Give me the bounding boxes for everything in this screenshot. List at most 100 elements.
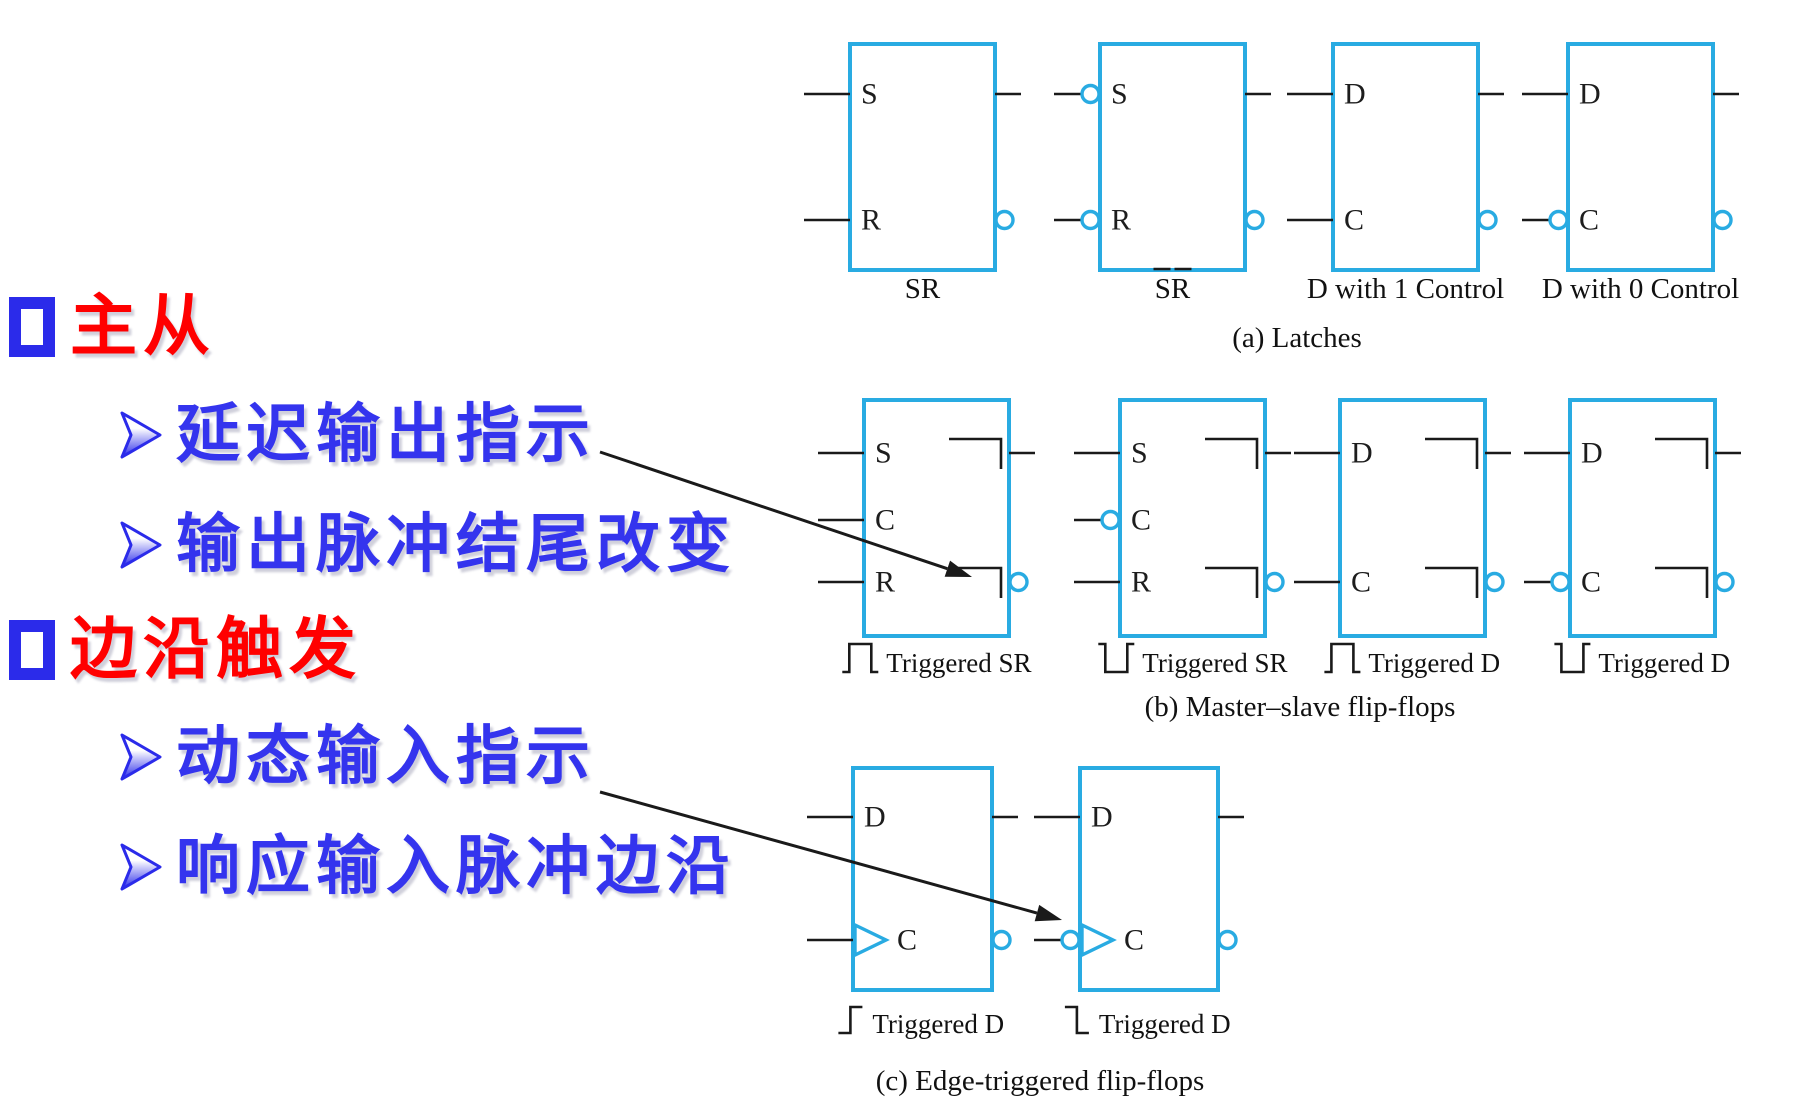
flipflop-edge-d-rising: D C Triggered D bbox=[807, 766, 1018, 1039]
postponed-output-indicator bbox=[1425, 437, 1479, 469]
box-label: Triggered D bbox=[872, 1009, 1004, 1039]
box-label: Triggered SR bbox=[886, 648, 1031, 678]
postponed-output-indicator bbox=[949, 437, 1003, 469]
outline-item-label: 边沿触发 bbox=[70, 610, 362, 688]
pulse-low-icon bbox=[1098, 642, 1135, 674]
inversion-bubble bbox=[1714, 571, 1735, 593]
dynamic-input-indicator bbox=[1080, 922, 1117, 958]
symbol-box bbox=[1566, 42, 1715, 272]
box-label: Triggered SR bbox=[1142, 648, 1287, 678]
postponed-output-indicator bbox=[1205, 437, 1259, 469]
section-caption: (b) Master–slave flip-flops bbox=[1145, 691, 1456, 723]
pin-label-C: C bbox=[875, 504, 895, 537]
inversion-bubble bbox=[1477, 209, 1498, 231]
pin-label-C: C bbox=[897, 924, 917, 957]
pin-label-R: R bbox=[875, 566, 895, 599]
postponed-output-indicator bbox=[949, 566, 1003, 598]
pin-label-R: R bbox=[1131, 566, 1151, 599]
section-caption: (a) Latches bbox=[1232, 322, 1362, 354]
inversion-bubble bbox=[991, 929, 1012, 951]
inversion-bubble bbox=[1080, 83, 1101, 105]
outline-item: 边沿触发 bbox=[8, 616, 362, 683]
inversion-bubble bbox=[1217, 929, 1238, 951]
box-label: SR bbox=[905, 273, 941, 305]
postponed-output-indicator bbox=[1425, 566, 1479, 598]
edge-rise-icon bbox=[838, 1005, 863, 1035]
symbol-box bbox=[848, 42, 997, 272]
pin-label-S: S bbox=[1111, 78, 1128, 111]
inversion-bubble bbox=[1712, 209, 1733, 231]
outline-item-label: 延迟输出指示 bbox=[176, 398, 596, 472]
outline-item: 输出脉冲结尾改变 bbox=[118, 513, 736, 577]
pin-label-R: R bbox=[861, 204, 881, 237]
outline-item-label: 动态输入指示 bbox=[176, 720, 596, 794]
box-label: Triggered D bbox=[1099, 1009, 1231, 1039]
pin-label-S: S bbox=[861, 78, 878, 111]
dynamic-input-indicator bbox=[853, 922, 890, 958]
outline-item: 响应输入脉冲边沿 bbox=[118, 835, 736, 899]
inversion-bubble bbox=[1550, 571, 1571, 593]
postponed-output-indicator bbox=[1655, 437, 1709, 469]
postponed-output-arrow bbox=[599, 450, 972, 577]
section-c: D C Triggered D D C Triggered D (c) Edge-trigg… bbox=[807, 766, 1244, 1097]
square-bullet-icon bbox=[9, 619, 55, 680]
section-caption: (c) Edge-triggered flip-flops bbox=[876, 1065, 1205, 1097]
symbol-box bbox=[1078, 766, 1220, 992]
box-label: D with 0 Control bbox=[1542, 273, 1739, 305]
pulse-low-icon bbox=[1554, 642, 1591, 674]
pin-label-R: R bbox=[1111, 204, 1131, 237]
symbol-box bbox=[851, 766, 994, 992]
square-bullet-icon bbox=[9, 296, 55, 357]
symbol-box bbox=[1331, 42, 1480, 272]
inversion-bubble bbox=[1484, 571, 1505, 593]
pin-label-D: D bbox=[1581, 437, 1603, 470]
pin-label-C: C bbox=[1124, 924, 1144, 957]
pulse-high-icon bbox=[842, 642, 879, 674]
pin-label-D: D bbox=[1351, 437, 1373, 470]
pin-label-C: C bbox=[1344, 204, 1364, 237]
outline-item: 延迟输出指示 bbox=[118, 403, 596, 467]
outline-item: 主从 bbox=[8, 293, 216, 360]
pin-label-D: D bbox=[1091, 801, 1113, 834]
inversion-bubble bbox=[1080, 209, 1101, 231]
inversion-bubble bbox=[994, 209, 1015, 231]
inversion-bubble bbox=[1264, 571, 1285, 593]
pin-label-D: D bbox=[864, 801, 886, 834]
postponed-output-indicator bbox=[1655, 566, 1709, 598]
arrow-bullet-icon bbox=[120, 411, 162, 459]
arrow-bullet-icon bbox=[120, 733, 162, 781]
edge-fall-icon bbox=[1064, 1005, 1089, 1035]
pin-label-C: C bbox=[1579, 204, 1599, 237]
flipflop-edge-d-falling: D C Triggered D bbox=[1034, 766, 1244, 1039]
box-label: Triggered D bbox=[1368, 648, 1500, 678]
arrow-bullet-icon bbox=[120, 521, 162, 569]
inversion-bubble bbox=[1100, 509, 1121, 531]
pin-label-D: D bbox=[1344, 78, 1366, 111]
arrow-bullet-icon bbox=[120, 843, 162, 891]
inversion-bubble bbox=[1244, 209, 1265, 231]
box-label: D with 1 Control bbox=[1307, 273, 1504, 305]
outline-item-label: 响应输入脉冲边沿 bbox=[176, 830, 736, 904]
dynamic-input-arrow bbox=[599, 790, 1062, 922]
symbol-box bbox=[1098, 42, 1247, 272]
symbol-box bbox=[1568, 398, 1717, 638]
flipflop-D-latch-0-control: DCD with 0 Control bbox=[1522, 42, 1739, 305]
pin-label-S: S bbox=[1131, 437, 1148, 470]
postponed-output-indicator bbox=[1205, 566, 1259, 598]
inversion-bubble bbox=[1548, 209, 1569, 231]
outline-item: 动态输入指示 bbox=[118, 725, 596, 789]
box-label: SR bbox=[1155, 273, 1191, 305]
inversion-bubble bbox=[1060, 929, 1081, 951]
box-label: Triggered D bbox=[1598, 648, 1730, 678]
arrowhead bbox=[1034, 904, 1062, 922]
inversion-bubble bbox=[1008, 571, 1029, 593]
outline-item-label: 主从 bbox=[70, 287, 216, 365]
